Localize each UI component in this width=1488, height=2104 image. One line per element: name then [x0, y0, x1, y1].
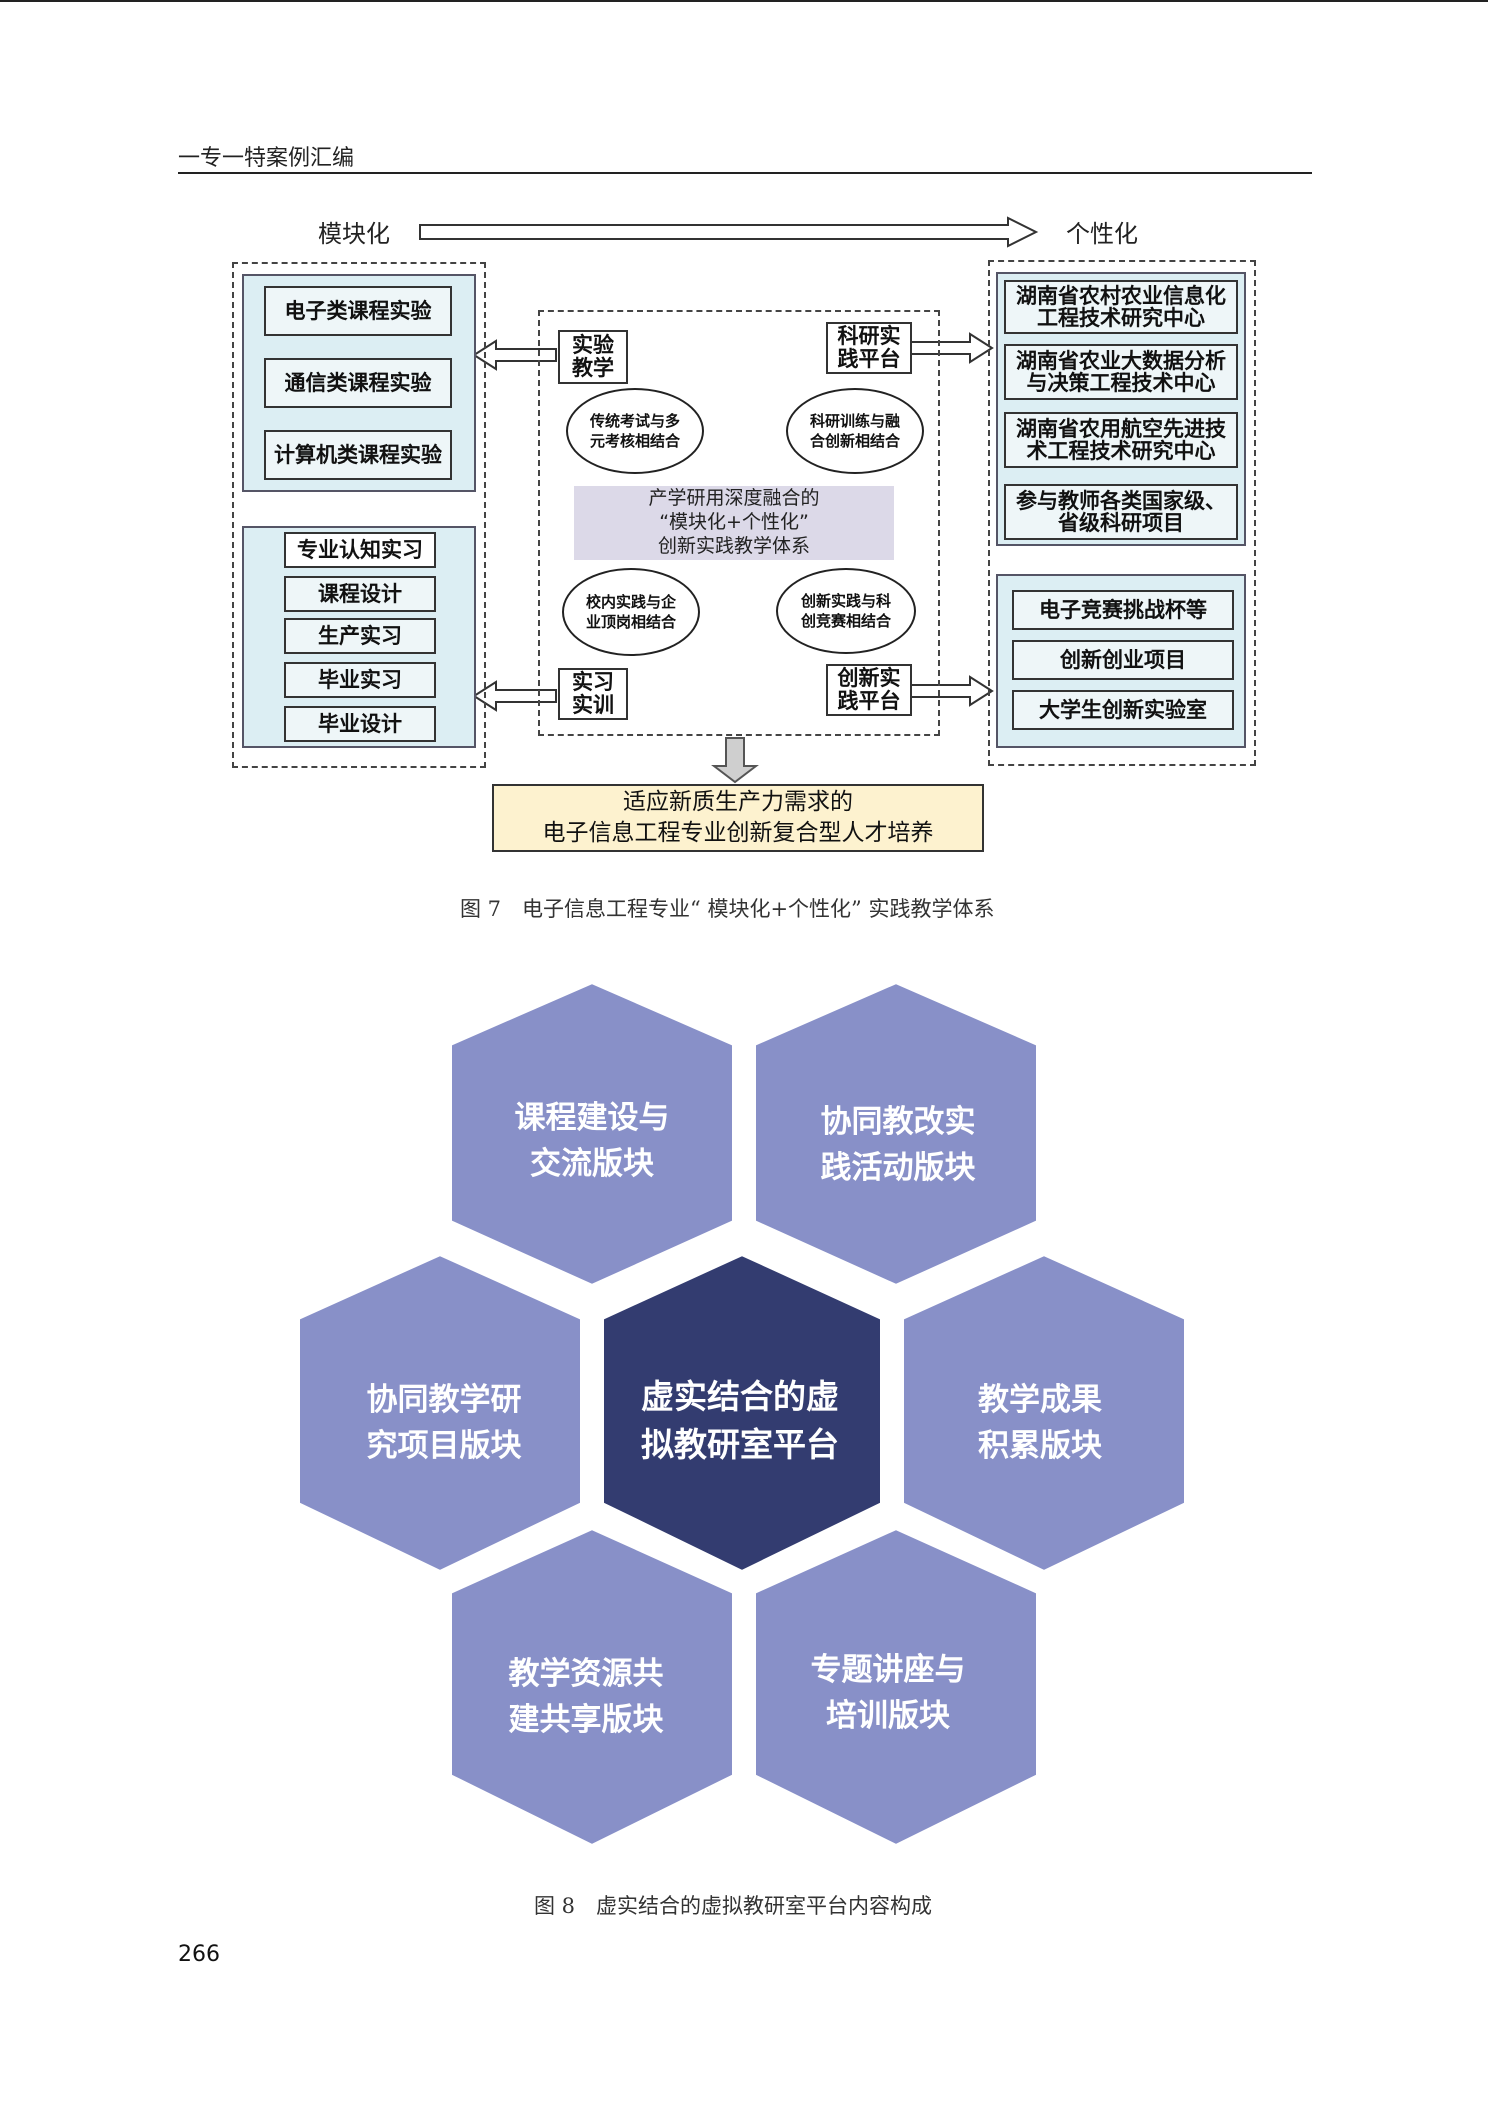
hex-label-middle-left-line1: 协同教学研	[367, 1382, 522, 1418]
center-system-label: 产学研用深度融合的 “模块化+个性化” 创新实践教学体系	[574, 486, 894, 560]
tag-internship-training: 实习 实训	[558, 668, 628, 720]
arrow-to-research	[909, 332, 994, 364]
practice-box-graduation-internship: 毕业实习	[284, 662, 436, 698]
running-header: 一专一特案例汇编	[178, 146, 355, 171]
hex-label-bottom-left-line1: 教学资源共	[509, 1656, 664, 1692]
course-box-communication: 通信类课程实验	[264, 358, 452, 408]
hex-label-bottom-right-line2: 培训版块	[826, 1698, 950, 1734]
arrow-to-innovation	[909, 675, 994, 707]
hex-label-middle-left-line2: 究项目版块	[367, 1428, 522, 1464]
hex-label-top-left-line1: 课程建设与	[515, 1100, 670, 1136]
figure-8-caption: 图 8 虚实结合的虚拟教研室平台内容构成	[534, 1894, 933, 1918]
hex-resource-sharing	[448, 1525, 736, 1849]
practice-box-cognition: 专业认知实习	[284, 532, 436, 568]
hex-label-bottom-right-line1: 专题讲座与	[811, 1652, 966, 1688]
axis-label-personalized: 个性化	[1066, 220, 1138, 248]
innovation-box-entrepreneurship: 创新创业项目	[1012, 640, 1234, 680]
practice-box-production: 生产实习	[284, 618, 436, 654]
innovation-box-competition: 电子竞赛挑战杯等	[1012, 590, 1234, 630]
left-dashed-frame	[232, 262, 486, 768]
hex-label-center-line2: 拟教研室平台	[641, 1425, 839, 1464]
ellipse-research-innovation: 科研训练与融 合创新相结合	[786, 388, 924, 474]
ellipse-campus-enterprise: 校内实践与企 业顶岗相结合	[562, 568, 700, 656]
research-box-rural-agri-info: 湖南省农村农业信息化 工程技术研究中心	[1004, 280, 1238, 334]
course-box-computer: 计算机类课程实验	[264, 430, 452, 480]
practice-box-course-design: 课程设计	[284, 576, 436, 612]
innovation-box-student-lab: 大学生创新实验室	[1012, 690, 1234, 730]
page-number: 266	[178, 1942, 220, 1967]
tag-experiment-teaching: 实验 教学	[558, 330, 628, 384]
hex-teaching-research-projects	[296, 1251, 584, 1575]
hex-label-top-right-line2: 践活动版块	[821, 1150, 976, 1186]
course-box-electronics: 电子类课程实验	[264, 286, 452, 336]
practice-box-graduation-design: 毕业设计	[284, 706, 436, 742]
tag-research-platform: 科研实 践平台	[826, 322, 912, 374]
figure-8-hexagons: 课程建设与 交流版块 协同教改实 践活动版块 协同教学研 究项目版块 虚实结合的…	[296, 979, 1188, 1849]
hex-label-top-left-line2: 交流版块	[530, 1146, 654, 1182]
right-dashed-frame	[988, 260, 1256, 766]
hex-lectures-training	[752, 1525, 1040, 1849]
research-box-agri-aviation: 湖南省农用航空先进技 术工程技术研究中心	[1004, 412, 1238, 468]
hex-label-middle-right-line1: 教学成果	[978, 1382, 1102, 1418]
research-box-agri-big-data: 湖南省农业大数据分析 与决策工程技术中心	[1004, 344, 1238, 400]
hex-label-top-right-line1: 协同教改实	[821, 1104, 976, 1140]
hex-label-center-line1: 虚实结合的虚	[641, 1377, 839, 1416]
header-rule	[178, 172, 1312, 174]
hex-teaching-reform	[752, 979, 1040, 1289]
research-box-national-projects: 参与教师各类国家级、 省级科研项目	[1004, 484, 1238, 540]
page-top-border	[0, 0, 1488, 2]
center-dashed-frame	[538, 310, 940, 736]
ellipse-innovation-competition: 创新实践与科 创竞赛相结合	[776, 568, 916, 654]
tag-innovation-platform: 创新实 践平台	[826, 664, 912, 716]
hex-teaching-achievements	[900, 1251, 1188, 1575]
talent-cultivation-result: 适应新质生产力需求的 电子信息工程专业创新复合型人才培养	[492, 784, 984, 852]
axis-label-modular: 模块化	[318, 220, 390, 248]
top-direction-arrow	[419, 216, 1039, 248]
ellipse-exam-assessment: 传统考试与多 元考核相结合	[566, 388, 704, 474]
hex-course-construction	[448, 979, 736, 1289]
hex-center-platform	[600, 1251, 884, 1575]
figure-7-caption: 图 7 电子信息工程专业“ 模块化+个性化” 实践教学体系	[460, 897, 995, 921]
arrow-down-to-result	[711, 737, 759, 784]
hex-label-bottom-left-line2: 建共享版块	[509, 1702, 664, 1738]
hex-label-middle-right-line2: 积累版块	[978, 1428, 1102, 1464]
